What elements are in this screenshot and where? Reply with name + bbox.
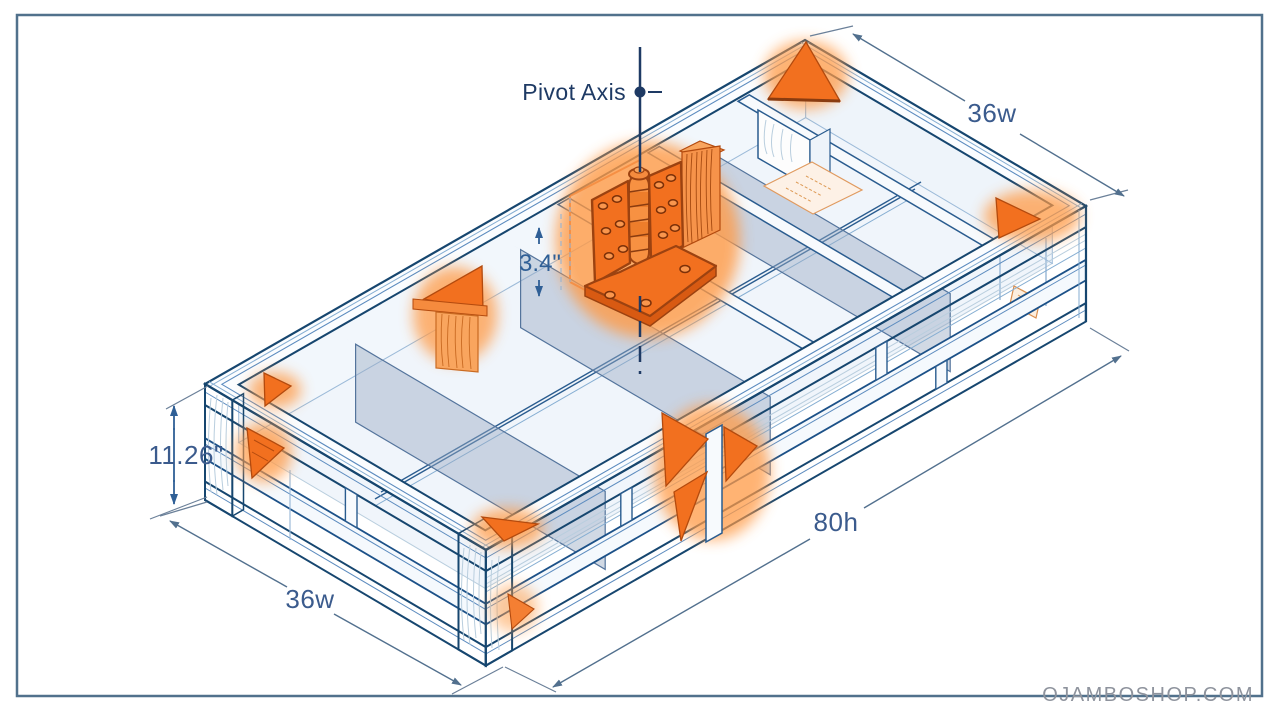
dimensions: 36w 3.4" 11.26" 36w 80h <box>148 25 1130 695</box>
hinge-right-leaf <box>647 160 685 264</box>
frame-illustration <box>202 38 1089 668</box>
corner-cap-west <box>263 371 293 408</box>
left-joist-gusset <box>412 264 488 373</box>
dimension-80h-label: 80h <box>814 507 859 537</box>
dimension-36w-top-label: 36w <box>967 98 1016 128</box>
pivot-axis-label: Pivot Axis <box>522 79 626 105</box>
hinge-hidden-edges <box>560 198 571 290</box>
dimension-36w-top: 36w <box>809 25 1129 201</box>
west-inner-gusset <box>246 426 286 480</box>
south-inner-gusset <box>507 592 535 631</box>
corner-cap-north-base <box>767 97 841 103</box>
page-border <box>15 13 1264 698</box>
dimension-36w-bottom: 36w <box>159 501 504 695</box>
orange-hardware <box>236 40 1080 632</box>
hinge-barrel <box>628 166 650 266</box>
corner-cap-south <box>480 516 541 542</box>
pivot-axis-marker-dot <box>634 86 646 98</box>
dimension-80h: 80h <box>504 327 1130 693</box>
pivot-axis: Pivot Axis <box>522 47 662 374</box>
dimension-11-26-label: 11.26" <box>148 440 223 470</box>
watermark-text: OJAMBOSHOP.COM <box>1042 684 1254 706</box>
hinge-base-plate <box>583 244 718 327</box>
dimension-3-4-label: 3.4" <box>519 250 561 277</box>
hinge-left-leaf <box>590 179 632 285</box>
dimension-3-4: 3.4" <box>519 227 561 297</box>
bowtie-bracket <box>661 411 759 544</box>
stamped-plate <box>762 161 864 215</box>
corner-post-west <box>204 382 245 518</box>
hinge-assembly <box>556 140 740 338</box>
dimension-11-26: 11.26" <box>148 385 223 520</box>
corner-cap-east <box>995 196 1042 239</box>
east-corner-edge <box>1078 206 1088 322</box>
dimension-36w-bottom-label: 36w <box>285 584 334 614</box>
